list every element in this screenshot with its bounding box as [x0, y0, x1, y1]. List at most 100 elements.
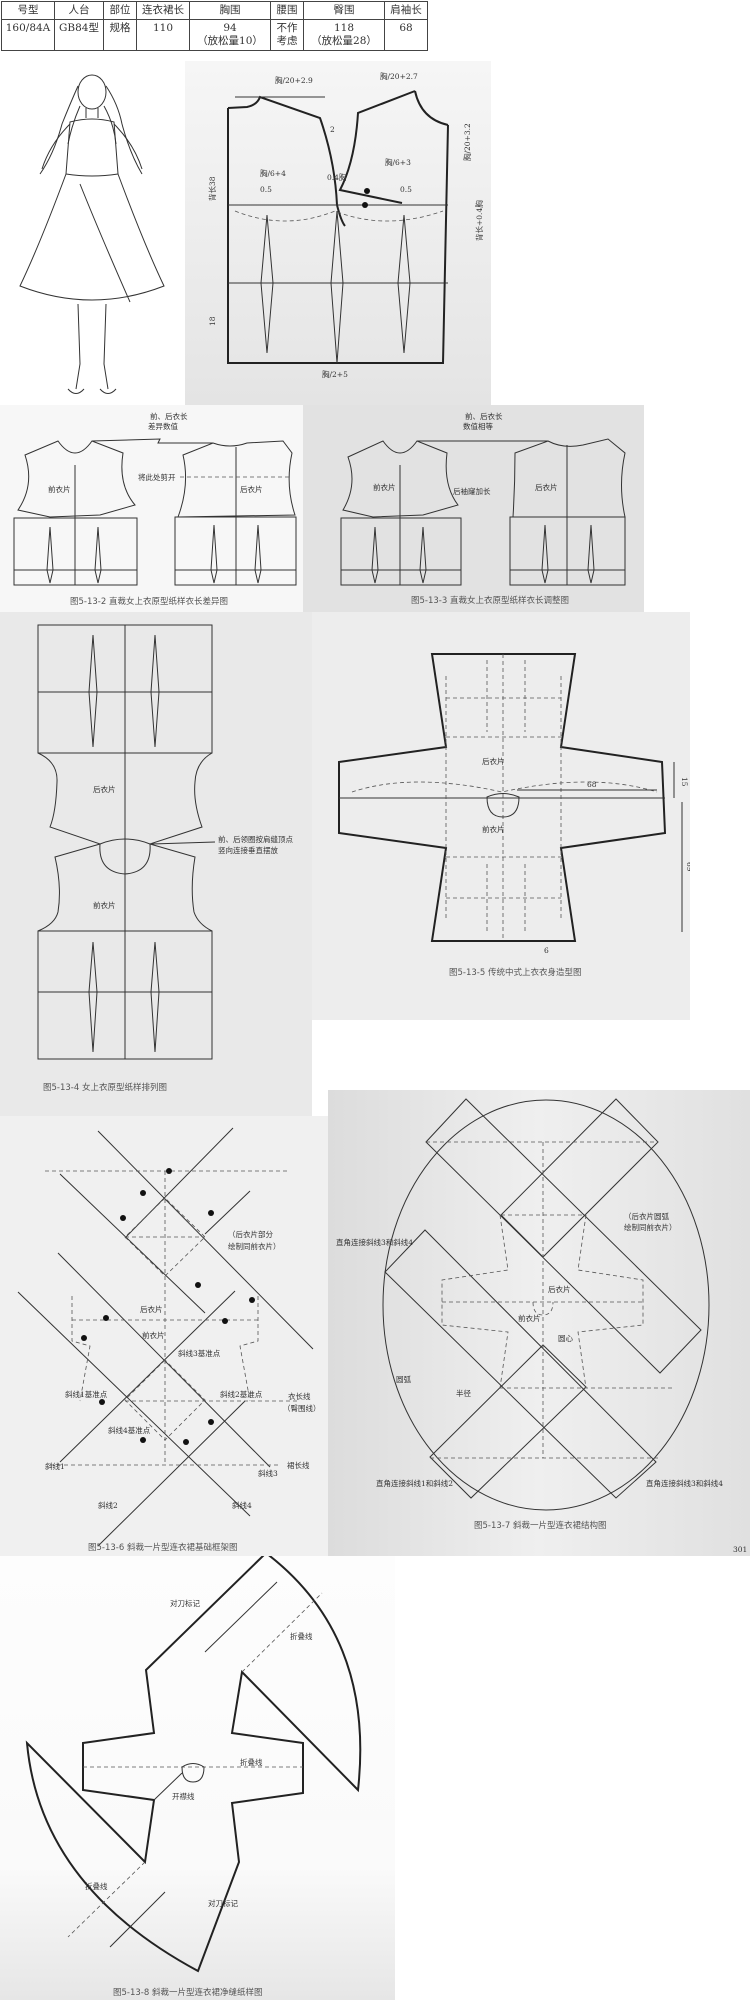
draft-label: 胸/20+3.2	[462, 123, 472, 161]
back-piece-label: 后衣片	[93, 784, 116, 794]
header-cell: 腰围	[270, 1, 304, 20]
back-piece-label: 后衣片	[535, 482, 558, 492]
notch-mark-label: 对刀标记	[208, 1898, 238, 1908]
hem-dimension: 6	[544, 946, 549, 955]
lengthen-armhole-label: 后袖窿加长	[453, 486, 491, 496]
radius-label: 半径	[456, 1388, 471, 1398]
neckline-note: 前、后领圈按肩缝顶点	[218, 834, 293, 844]
cell-waist: 不作考虑	[270, 19, 304, 51]
figure-5-13-5-drawing: 后衣片 前衣片 68 15 69 6 图5-13-5 传统中式上衣衣身造型图	[338, 653, 690, 978]
bias-line-label: 斜线2	[98, 1500, 118, 1510]
waist-note: 考虑	[276, 35, 298, 47]
connect-label: 直角连接斜线3和斜线4	[336, 1237, 413, 1247]
figure-5-13-6: （后衣片部分 绘制同前衣片） 后衣片 前衣片 斜线3基准点 斜线1基准点 斜线2…	[0, 1116, 328, 1556]
bust-value: 94	[223, 22, 237, 34]
woman-figure-drawing	[19, 74, 165, 394]
figure-5-13-4: 后衣片 前衣片 前、后领圈按肩缝顶点 竖向连接垂直摆放 图5-13-4 女上衣原…	[0, 612, 312, 1116]
table-header-row: 号型 人台 部位 连衣裙长 胸围 腰围 臀围 肩袖长	[1, 1, 428, 20]
waist-value: 不作	[276, 22, 298, 34]
length-equal-note: 数值相等	[463, 421, 493, 431]
front-piece-label: 前衣片	[518, 1313, 541, 1323]
bias-line-label: 斜线3	[258, 1468, 278, 1478]
front-piece-label: 前衣片	[482, 824, 505, 834]
header-cell: 肩袖长	[384, 1, 428, 20]
header-cell: 连衣裙长	[136, 1, 190, 20]
draft-label: 胸/6+4	[260, 168, 286, 178]
figure-caption: 图5-13-5 传统中式上衣衣身造型图	[449, 967, 581, 978]
front-piece-label: 前衣片	[93, 900, 116, 910]
cell-hip: 118（放松量28）	[303, 19, 385, 51]
draft-label: 胸/2+5	[322, 369, 348, 379]
cell-bust: 94（放松量10）	[189, 19, 271, 51]
figure-5-13-5: 后衣片 前衣片 68 15 69 6 图5-13-5 传统中式上衣衣身造型图	[312, 612, 690, 1020]
length-equal-note: 前、后衣长	[465, 411, 503, 421]
back-piece-label: 后衣片	[140, 1304, 163, 1314]
bust-note: （放松量10）	[197, 35, 263, 47]
hip-note: （放松量28）	[311, 35, 377, 47]
figure-5-13-7-drawing: （后衣片圆弧 绘制同前衣片） 直角连接斜线3和斜线4 后衣片 前衣片 圆心 圆弧…	[336, 1098, 747, 1554]
center-label: 圆心	[558, 1334, 573, 1343]
fold-line-label: 折叠线	[85, 1881, 108, 1891]
hip-value: 118	[333, 22, 355, 34]
header-cell: 号型	[1, 1, 55, 20]
draft-label: 背长38	[207, 176, 217, 201]
draft-label: 0.5	[400, 185, 412, 194]
cell-dress-length: 110	[136, 19, 190, 51]
figure-caption: 图5-13-3 直裁女上衣原型纸样衣长调整图	[411, 595, 569, 606]
fold-line-label: 折叠线	[240, 1757, 263, 1767]
ref-point-label: 斜线2基准点	[220, 1389, 263, 1399]
header-cell: 人台	[54, 1, 104, 20]
notch-mark-label: 对刀标记	[170, 1598, 200, 1608]
cell-shoulder-sleeve: 68	[384, 19, 428, 51]
front-piece-label: 前衣片	[142, 1330, 165, 1340]
size-spec-table: 号型 人台 部位 连衣裙长 胸围 腰围 臀围 肩袖长 160/84A GB84型…	[1, 1, 428, 51]
front-piece-label: 前衣片	[373, 482, 396, 492]
bodice-draft: 胸/20+2.9 胸/20+2.7 胸/6+4 胸/6+3 0.4胸 0.5 0…	[185, 61, 491, 405]
ref-point-label: 斜线3基准点	[178, 1348, 221, 1358]
header-cell: 臀围	[303, 1, 385, 20]
draft-label: 胸/20+2.7	[380, 71, 418, 81]
figure-caption: 图5-13-4 女上衣原型纸样排列图	[43, 1082, 167, 1093]
figure-5-13-6-drawing: （后衣片部分 绘制同前衣片） 后衣片 前衣片 斜线3基准点 斜线1基准点 斜线2…	[17, 1127, 321, 1553]
figure-5-13-7: （后衣片圆弧 绘制同前衣片） 直角连接斜线3和斜线4 后衣片 前衣片 圆心 圆弧…	[328, 1090, 750, 1556]
cut-here-label: 将此处剪开	[138, 472, 176, 482]
draft-label: 0.5	[260, 185, 272, 194]
back-arc-note: 绘制同前衣片）	[624, 1222, 677, 1232]
cell-form: GB84型	[54, 19, 104, 51]
length-diff-note: 差异数值	[148, 421, 178, 431]
table-row: 160/84A GB84型 规格 110 94（放松量10） 不作考虑 118（…	[1, 19, 428, 51]
figure-5-13-4-drawing: 后衣片 前衣片 前、后领圈按肩缝顶点 竖向连接垂直摆放 图5-13-4 女上衣原…	[37, 624, 293, 1093]
figure-5-13-2: 前、后衣长 差异数值 将此处剪开 前衣片 后衣片 图5-13-2 直裁女上衣原型…	[0, 405, 303, 612]
neckline-note: 竖向连接垂直摆放	[218, 845, 278, 855]
figure-5-13-8: 对刀标记 折叠线 折叠线 开襟线 折叠线 对刀标记 图5-13-8 斜裁一片型连…	[0, 1556, 395, 2000]
bias-line-label: 斜线1	[45, 1461, 65, 1471]
figure-5-13-3-drawing: 前、后衣长 数值相等 后袖窿加长 前衣片 后衣片 图5-13-3 直裁女上衣原型…	[340, 411, 626, 606]
cell-size: 160/84A	[1, 19, 55, 51]
figure-caption: 图5-13-6 斜裁一片型连衣裙基础框架图	[88, 1542, 237, 1553]
hip-line-label: （臀围线）	[283, 1403, 321, 1413]
back-piece-label: 后衣片	[548, 1284, 571, 1294]
fold-line-label: 折叠线	[290, 1631, 313, 1641]
header-cell: 胸围	[189, 1, 271, 20]
length-diff-note: 前、后衣长	[150, 411, 188, 421]
skirt-line-label: 裙长线	[287, 1460, 310, 1470]
figure-caption: 图5-13-7 斜裁一片型连衣裙结构图	[474, 1520, 606, 1531]
draft-label: 胸/6+3	[385, 157, 411, 167]
figure-5-13-2-drawing: 前、后衣长 差异数值 将此处剪开 前衣片 后衣片 图5-13-2 直裁女上衣原型…	[13, 411, 297, 607]
ref-point-label: 斜线4基准点	[108, 1425, 151, 1435]
front-piece-label: 前衣片	[48, 484, 71, 494]
figure-caption: 图5-13-8 斜裁一片型连衣裙净缝纸样图	[113, 1987, 262, 1998]
ref-point-label: 斜线1基准点	[65, 1389, 108, 1399]
connect-label: 直角连接斜线1和斜线2	[376, 1478, 453, 1488]
reference-dots	[81, 1168, 255, 1445]
sleeve-dimension: 68	[587, 780, 597, 789]
garment-line-label: 衣长线	[288, 1391, 311, 1401]
back-piece-label: 后衣片	[482, 756, 505, 766]
page-number: 301	[733, 1545, 747, 1554]
draft-label: 背长+0.4胸	[474, 200, 484, 241]
bias-line-label: 斜线4	[232, 1500, 252, 1510]
placket-line-label: 开襟线	[172, 1791, 195, 1801]
cell-part: 规格	[103, 19, 137, 51]
back-piece-label: 后衣片	[240, 484, 263, 494]
connect-label: 直角连接斜线3和斜线4	[646, 1478, 723, 1488]
